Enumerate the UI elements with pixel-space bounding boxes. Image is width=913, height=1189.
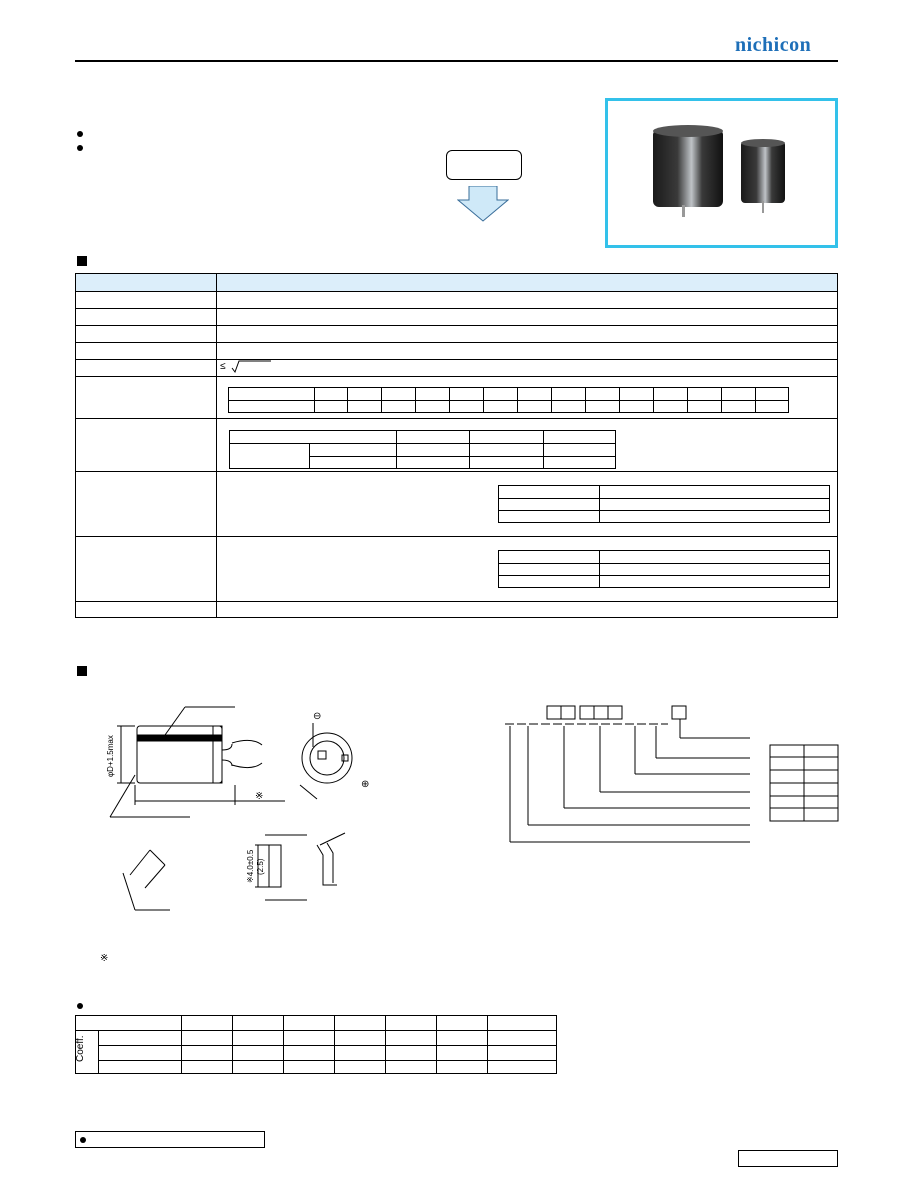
footnote-mark: ※	[100, 953, 109, 964]
type-numbering-diagram	[505, 705, 839, 843]
plus-sign-icon: ⊕	[361, 779, 369, 790]
table-row	[76, 601, 837, 602]
header-rule	[75, 60, 838, 62]
section-square-icon	[77, 256, 87, 266]
less-equal-symbol: ≤	[220, 361, 226, 372]
table-row	[76, 291, 837, 292]
coefficient-label: Coeff.	[75, 1035, 86, 1063]
table-row	[76, 471, 837, 472]
pitch-label: (2.5)	[256, 858, 265, 875]
table-row	[76, 418, 837, 419]
down-arrow-icon	[457, 186, 509, 222]
frequency-coefficient-table: Coeff.	[75, 1015, 557, 1074]
capacitor-photo	[653, 125, 785, 217]
notice-box	[75, 1131, 265, 1148]
table-row	[76, 342, 837, 343]
dimension-drawing: ⊖ ⊕ ※ φD+1.5max ※4.0±0.5 (2.5)	[106, 706, 369, 911]
table-row	[76, 376, 837, 377]
bullet-dot-icon	[77, 1003, 83, 1009]
minus-sign-icon: ⊖	[313, 711, 321, 722]
specifications-table: ≤	[75, 273, 838, 618]
endurance-grid	[498, 485, 830, 523]
note-mark: ※	[255, 791, 263, 802]
series-stamp-box	[446, 150, 522, 180]
table-row	[76, 308, 837, 309]
tan-delta-grid	[228, 387, 789, 413]
low-temp-grid	[229, 430, 616, 469]
diameter-label: φD+1.5max	[106, 735, 115, 777]
sqrt-icon	[231, 360, 271, 374]
lead-length-label: ※4.0±0.5	[246, 849, 255, 883]
bullet-dot-icon	[77, 145, 83, 151]
brand-logo: nichicon	[735, 34, 812, 56]
table-row	[76, 325, 837, 326]
catalog-number-box	[738, 1150, 838, 1167]
table-row	[76, 536, 837, 537]
table-row	[76, 359, 837, 360]
bullet-dot-icon	[77, 131, 83, 137]
section-square-icon	[77, 666, 87, 676]
table-header-row	[76, 274, 837, 292]
bullet-dot-icon	[80, 1137, 86, 1143]
shelf-life-grid	[498, 550, 830, 588]
product-photo-frame	[605, 98, 838, 248]
